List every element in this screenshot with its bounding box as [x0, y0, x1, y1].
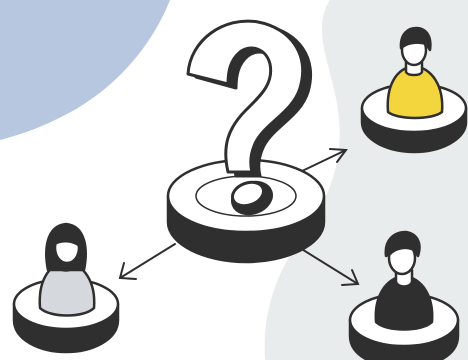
arrow-down-left-icon [120, 244, 175, 279]
person-gray-shirt-icon [14, 224, 118, 352]
top-left-blue-blob [0, 0, 170, 140]
